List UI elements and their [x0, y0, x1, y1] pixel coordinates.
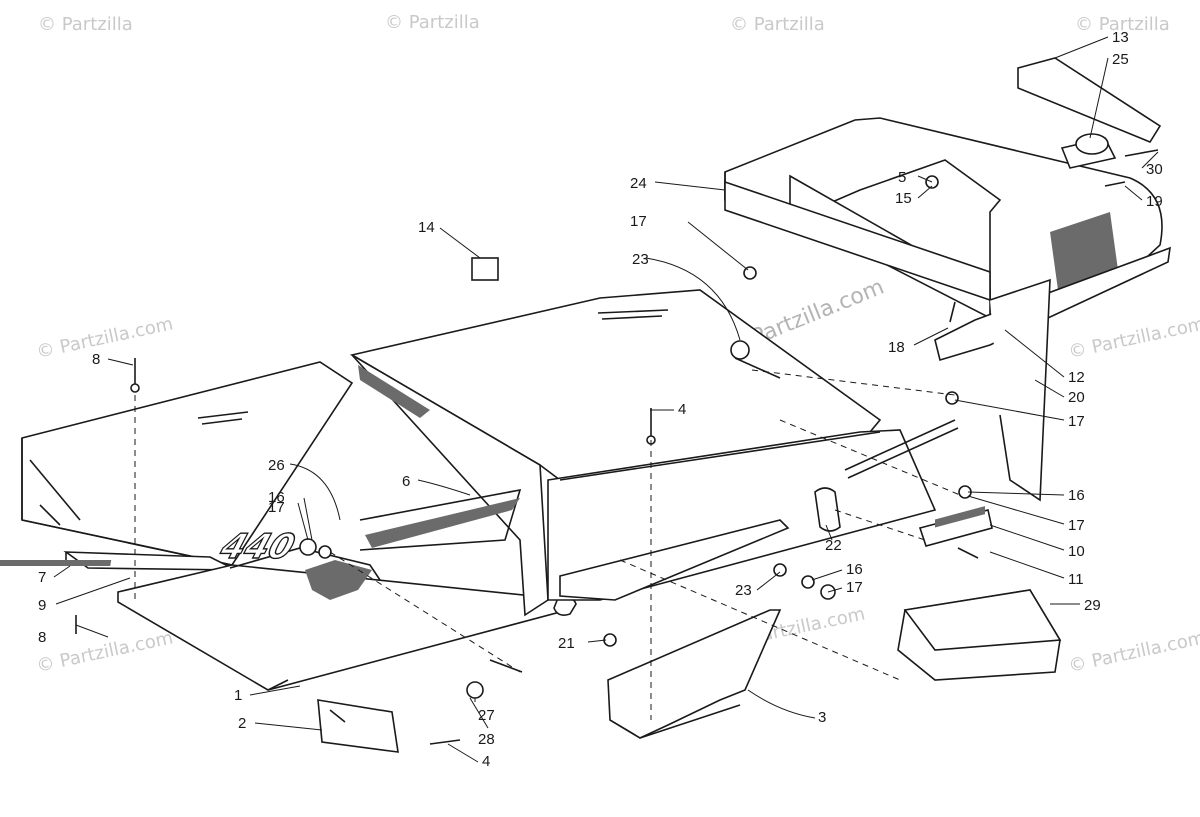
leader-lines — [53, 36, 1159, 763]
callout-22: 22 — [825, 537, 842, 554]
part-22-sleeve — [814, 419, 959, 532]
callout-26: 26 — [268, 457, 285, 474]
callout-8-upper: 8 — [92, 351, 100, 368]
callout-labels: 1 2 3 4 4 5 6 7 8 8 9 10 11 12 13 14 15 … — [38, 29, 1163, 770]
hardware — [75, 149, 1159, 745]
watermark-mid-1: © Partzilla.com — [35, 313, 175, 362]
callout-10: 10 — [1068, 543, 1085, 560]
callout-29: 29 — [1084, 597, 1101, 614]
callout-17-top: 17 — [630, 213, 647, 230]
watermark-top-1: © Partzilla — [38, 14, 133, 35]
part-7-bracket — [0, 551, 237, 571]
left-tunnel-section — [21, 361, 354, 566]
callout-19: 19 — [1146, 193, 1163, 210]
watermark-top-3: © Partzilla — [730, 14, 825, 35]
callout-15: 15 — [895, 190, 912, 207]
callout-6: 6 — [402, 473, 410, 490]
watermark-mid-4: © Partzilla.com — [1067, 313, 1200, 362]
callout-13: 13 — [1112, 29, 1129, 46]
callout-18: 18 — [888, 339, 905, 356]
callout-20: 20 — [1068, 389, 1085, 406]
assembly-lines — [134, 369, 961, 720]
callout-16-center: 16 — [846, 561, 863, 578]
callout-8-lower: 8 — [38, 629, 46, 646]
part-3-support-bracket — [607, 609, 782, 739]
callout-4-lower: 4 — [482, 753, 490, 770]
part-29-step — [897, 589, 1062, 681]
part-1-running-board — [117, 547, 577, 691]
callout-2: 2 — [238, 715, 246, 732]
callout-4-upper: 4 — [678, 401, 686, 418]
callout-14: 14 — [418, 219, 435, 236]
callout-21: 21 — [558, 635, 575, 652]
callout-17-center: 17 — [846, 579, 863, 596]
callout-16-right: 16 — [1068, 487, 1085, 504]
callout-17-left: 17 — [268, 499, 285, 516]
callout-23-center: 23 — [735, 582, 752, 599]
callout-1: 1 — [234, 687, 242, 704]
part-13-cover — [1017, 57, 1162, 143]
callout-30: 30 — [1146, 161, 1163, 178]
part-25-light — [1060, 133, 1117, 169]
part-2-reflector — [317, 699, 399, 753]
callout-28: 28 — [478, 731, 495, 748]
callout-25: 25 — [1112, 51, 1129, 68]
callout-12: 12 — [1068, 369, 1085, 386]
center-tunnel-section: 440 — [214, 289, 882, 617]
callout-5: 5 — [898, 169, 906, 186]
decal-440: 440 — [215, 528, 300, 567]
callout-17-right-lower: 17 — [1068, 517, 1085, 534]
callout-7: 7 — [38, 569, 46, 586]
callout-23-top: 23 — [632, 251, 649, 268]
watermark-top-4: © Partzilla — [1075, 14, 1170, 35]
watermark-bot-4: © Partzilla.com — [1067, 627, 1200, 676]
callout-24: 24 — [630, 175, 647, 192]
callout-3: 3 — [818, 709, 826, 726]
watermark-top-2: © Partzilla — [385, 12, 480, 33]
callout-11: 11 — [1068, 571, 1084, 588]
callout-27: 27 — [478, 707, 495, 724]
callout-17-right-upper: 17 — [1068, 413, 1085, 430]
part-10-reflector — [918, 506, 993, 547]
callout-16-left: 16 — [268, 489, 285, 506]
watermark-bot-1: © Partzilla.com — [35, 627, 175, 676]
callout-9: 9 — [38, 597, 46, 614]
rear-bumper-assembly — [724, 117, 1171, 502]
right-tunnel-section — [547, 429, 937, 601]
